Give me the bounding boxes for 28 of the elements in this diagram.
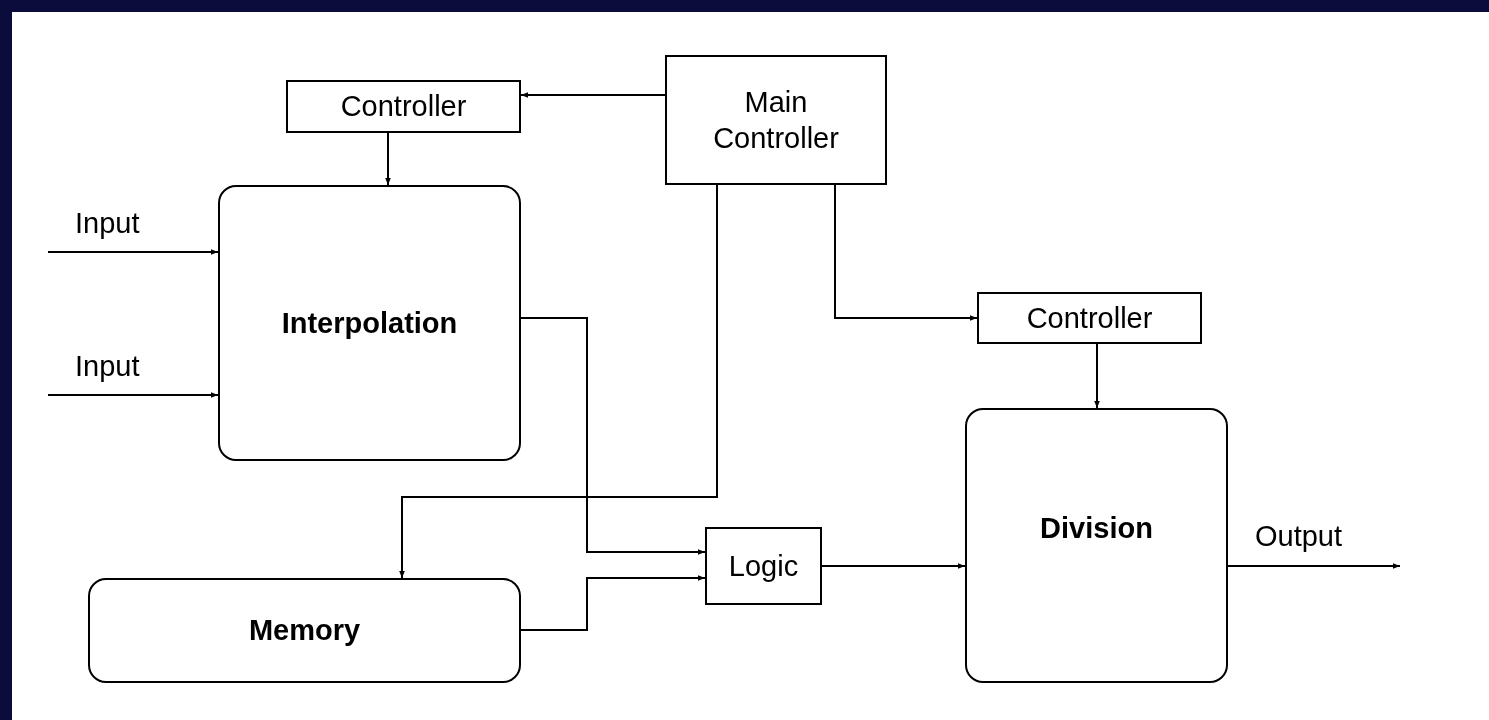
box-label: Controller	[340, 89, 467, 125]
arrow	[821, 563, 966, 569]
edge-label: Output	[1255, 520, 1343, 553]
arrow	[47, 249, 219, 255]
arrow	[399, 184, 718, 579]
process-box	[977, 292, 1202, 344]
process-box	[218, 185, 521, 461]
arrow	[520, 92, 666, 98]
box-label: Logic	[728, 548, 799, 584]
process-box	[88, 578, 521, 683]
arrow	[385, 132, 391, 186]
process-box	[705, 527, 822, 605]
edge-label: Input	[75, 207, 140, 240]
box-label: Main Controller	[712, 84, 840, 156]
arrow	[1227, 563, 1401, 569]
process-box	[665, 55, 887, 185]
box-label: Controller	[1026, 300, 1153, 336]
box-label: Memory	[248, 613, 361, 649]
arrow	[520, 317, 706, 555]
arrow	[1094, 343, 1100, 409]
process-box	[965, 408, 1228, 683]
process-box	[286, 80, 521, 133]
arrow	[520, 575, 706, 631]
edge-label: Input	[75, 350, 140, 383]
box-label: Division	[1040, 511, 1153, 546]
box-label: Interpolation	[281, 305, 458, 341]
arrow	[834, 184, 978, 321]
arrow	[47, 392, 219, 398]
